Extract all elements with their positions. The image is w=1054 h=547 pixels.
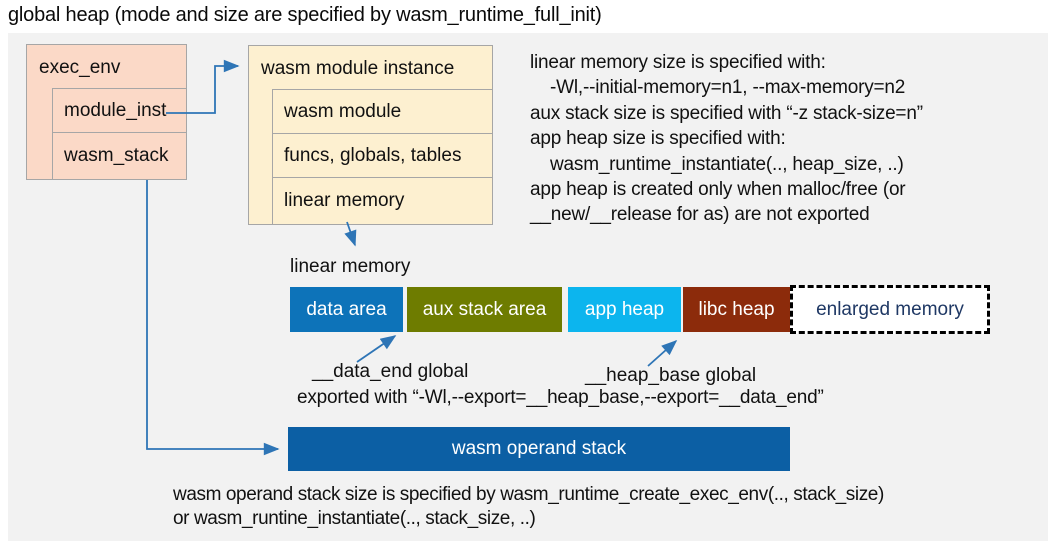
exec-env-header: exec_env xyxy=(39,56,121,78)
module-field-wasm-module: wasm module xyxy=(272,89,493,135)
module-field-linear-memory: linear memory xyxy=(272,177,493,225)
size-notes-block: linear memory size is specified with: -W… xyxy=(530,50,1042,228)
segment-app-heap: app heap xyxy=(568,287,681,332)
exported-with-label: exported with “-Wl,--export=__heap_base,… xyxy=(297,387,824,408)
exec-env-field-module-inst: module_inst xyxy=(52,88,187,134)
segment-enlarged-memory: enlarged memory xyxy=(790,285,990,334)
segment-data-area: data area xyxy=(290,287,403,332)
note-line: linear memory size is specified with: xyxy=(530,52,826,73)
note-line: wasm operand stack size is specified by … xyxy=(173,484,884,505)
note-line: __new/__release for as) are not exported xyxy=(530,204,870,226)
segment-libc-heap: libc heap xyxy=(683,287,790,332)
wasm-module-instance-header: wasm module instance xyxy=(261,57,455,79)
heap-base-global-label: __heap_base global xyxy=(585,365,757,386)
note-line: app heap is created only when malloc/fre… xyxy=(530,179,906,201)
note-line: or wasm_runtine_instantiate(.., stack_si… xyxy=(173,507,536,529)
note-line: app heap size is specified with: xyxy=(530,128,786,150)
module-field-funcs-globals-tables: funcs, globals, tables xyxy=(272,133,493,179)
note-line: aux stack size is specified with “-z sta… xyxy=(530,102,923,124)
wasm-operand-stack-bar: wasm operand stack xyxy=(288,427,790,471)
linear-memory-label: linear memory xyxy=(290,256,411,277)
exec-env-field-wasm-stack: wasm_stack xyxy=(52,132,187,180)
note-line: -Wl,--initial-memory=n1, --max-memory=n2 xyxy=(550,77,906,99)
operand-stack-note: wasm operand stack size is specified by … xyxy=(173,483,1033,530)
data-end-global-label: __data_end global xyxy=(312,361,469,382)
page-title: global heap (mode and size are specified… xyxy=(8,4,602,26)
segment-aux-stack-area: aux stack area xyxy=(407,287,562,332)
note-line: wasm_runtime_instantiate(.., heap_size, … xyxy=(550,153,904,175)
